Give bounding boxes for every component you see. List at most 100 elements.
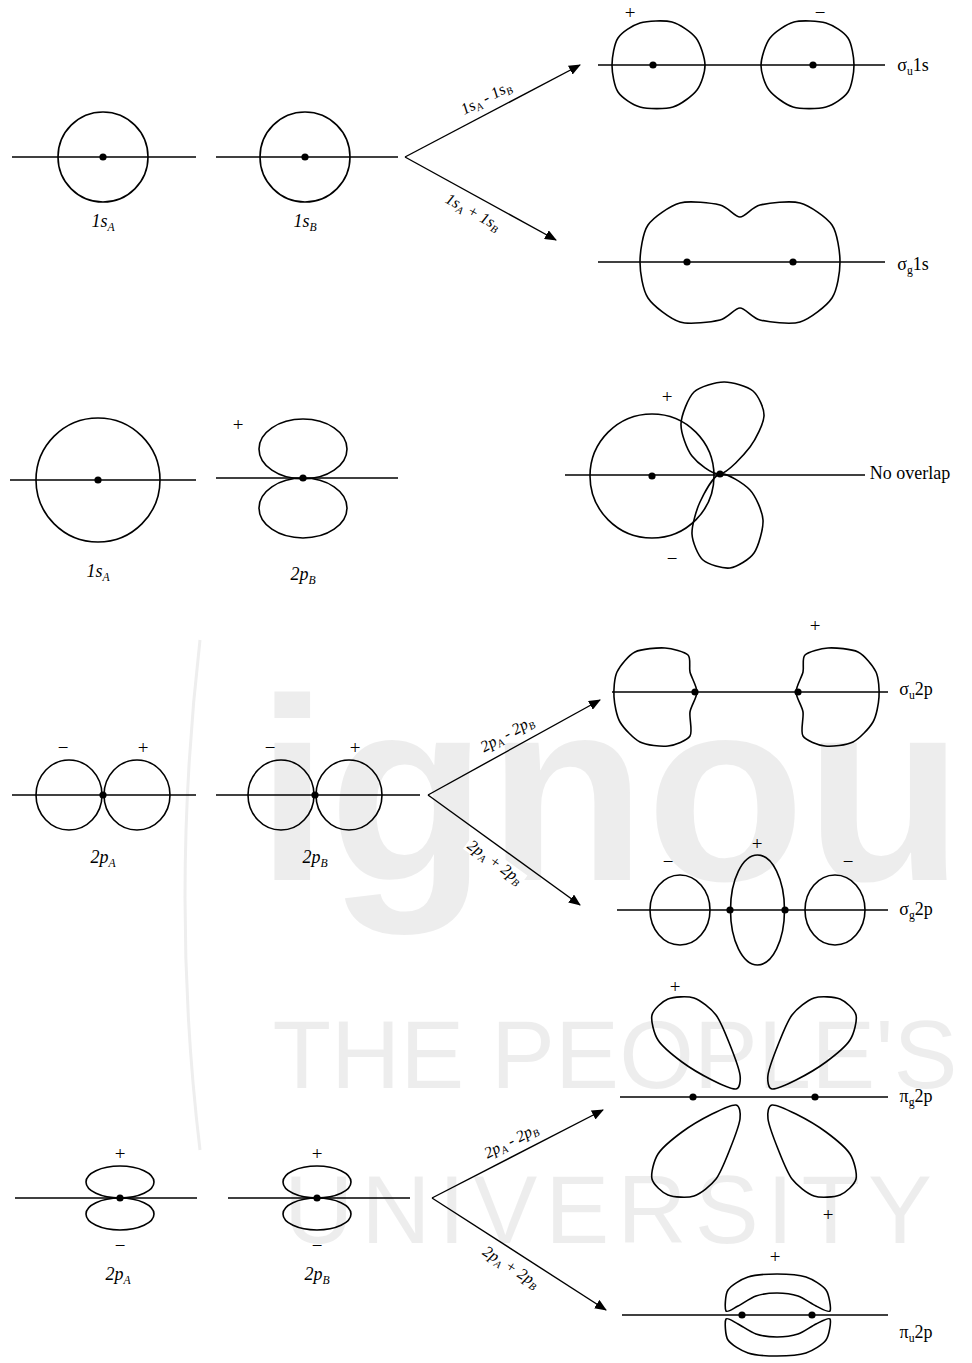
subscript: g xyxy=(909,909,915,922)
text-part: π xyxy=(900,1322,909,1342)
orbital-lobe xyxy=(681,382,764,474)
orbital-lobe xyxy=(259,419,347,479)
bond-axis xyxy=(15,1197,197,1198)
phase-sign: + xyxy=(115,1144,126,1163)
nucleus-dot xyxy=(794,688,801,695)
orbital-label: 1sB xyxy=(293,212,316,232)
text-part: 2p xyxy=(105,1264,123,1284)
subscript: u xyxy=(909,689,915,702)
orbital-figure: 2pA xyxy=(8,740,200,875)
nucleus-dot xyxy=(301,153,308,160)
orbital-outline xyxy=(222,1140,432,1290)
phase-sign: − xyxy=(843,852,854,871)
orbital-lobe xyxy=(612,21,705,109)
text-part: 2p xyxy=(915,899,933,919)
text-part: 1s xyxy=(91,211,107,231)
nucleus-dot xyxy=(649,61,656,68)
orbital-lobe xyxy=(796,648,879,746)
phase-sign: − xyxy=(312,1236,323,1255)
text-part: σ xyxy=(899,679,909,699)
phase-sign: + xyxy=(752,834,763,853)
phase-sign: + xyxy=(625,3,636,22)
phase-sign: − xyxy=(58,738,69,757)
watermark-text: UNIVERSITY xyxy=(284,1162,940,1258)
text-part: 1s xyxy=(913,55,929,75)
orbital-lobe xyxy=(590,414,714,538)
phase-sign: + xyxy=(670,977,681,996)
subscript: g xyxy=(909,1096,915,1109)
arrow-label: 2pA + 2pB xyxy=(463,836,527,889)
nucleus-dot xyxy=(689,1093,696,1100)
subscript: u xyxy=(909,1332,915,1345)
orbital-lobe xyxy=(725,1274,830,1312)
orbital-figure: 1sA xyxy=(8,100,200,240)
subscript: B xyxy=(309,221,316,234)
text-part: 2p xyxy=(481,1139,503,1161)
nucleus-dot xyxy=(683,258,690,265)
text-part: σ xyxy=(897,254,907,274)
orbital-lobe xyxy=(640,202,840,323)
subscript: g xyxy=(907,264,913,277)
orbital-figure: No overlap xyxy=(560,372,968,577)
orbital-label: 1sA xyxy=(91,212,114,232)
arrow-label: 1sA - 1sB xyxy=(456,77,515,118)
orbital-label: σg1s xyxy=(897,255,929,275)
arrow-connector xyxy=(432,1110,603,1198)
orbital-lobe xyxy=(316,760,382,830)
orbital-lobe xyxy=(768,997,857,1089)
nucleus-dot xyxy=(299,474,306,481)
orbital-lobe xyxy=(86,1166,154,1198)
orbital-outline xyxy=(600,605,950,755)
text-part: 1s xyxy=(913,254,929,274)
phase-sign: + xyxy=(138,738,149,757)
arrow-label: 1sA + 1sB xyxy=(441,189,505,234)
orbital-figure: σu2p xyxy=(600,605,950,755)
orbital-figure: 2pB xyxy=(212,740,428,875)
arrow-connector xyxy=(405,157,556,240)
text-part: σ xyxy=(899,899,909,919)
orbital-label: σg2p xyxy=(899,900,933,920)
orbital-figure: 2pA xyxy=(10,1140,202,1290)
subscript: A xyxy=(108,857,115,870)
watermark-arc xyxy=(185,640,200,1150)
text-part: 1s xyxy=(86,561,102,581)
orbital-figure: πg2p xyxy=(603,978,950,1200)
orbital-lobe xyxy=(725,1318,830,1356)
orbital-lobe xyxy=(652,1105,741,1197)
nucleus-dot xyxy=(738,1311,745,1318)
orbital-lobe xyxy=(283,1198,351,1230)
subscript: B xyxy=(322,1274,329,1287)
orbital-label: 2pB xyxy=(290,565,315,585)
orbital-outline xyxy=(580,12,950,122)
text-part: 2p xyxy=(290,564,308,584)
orbital-label: σu2p xyxy=(899,680,933,700)
bond-axis xyxy=(565,474,865,475)
bond-axis xyxy=(622,1314,888,1315)
orbital-label: πg2p xyxy=(900,1087,933,1107)
orbital-lobe xyxy=(761,21,854,109)
orbital-label: 1sA xyxy=(86,562,109,582)
orbital-figure: 1sB xyxy=(212,100,405,240)
orbital-label: πu2p xyxy=(900,1323,933,1343)
text-part: 1s xyxy=(457,96,478,118)
orbital-figure: σg1s xyxy=(556,192,950,332)
nucleus-dot xyxy=(716,470,723,477)
phase-sign: − xyxy=(815,3,826,22)
orbital-figure: σu1s xyxy=(580,12,950,122)
bond-axis xyxy=(598,261,885,262)
nucleus-dot xyxy=(726,906,733,913)
orbital-lobe xyxy=(650,875,710,945)
nucleus-dot xyxy=(789,258,796,265)
text-part: 1s xyxy=(293,211,309,231)
text-part: π xyxy=(900,1086,909,1106)
orbital-lobe xyxy=(36,760,102,830)
phase-sign: − xyxy=(265,738,276,757)
nucleus-dot xyxy=(116,1194,123,1201)
subscript: B xyxy=(308,574,315,587)
arrow-label: 2pA + 2pB xyxy=(478,1242,543,1292)
bond-axis xyxy=(612,691,888,692)
nucleus-dot xyxy=(94,476,101,483)
subscript: A xyxy=(123,1274,130,1287)
arrow-connector xyxy=(405,65,580,157)
